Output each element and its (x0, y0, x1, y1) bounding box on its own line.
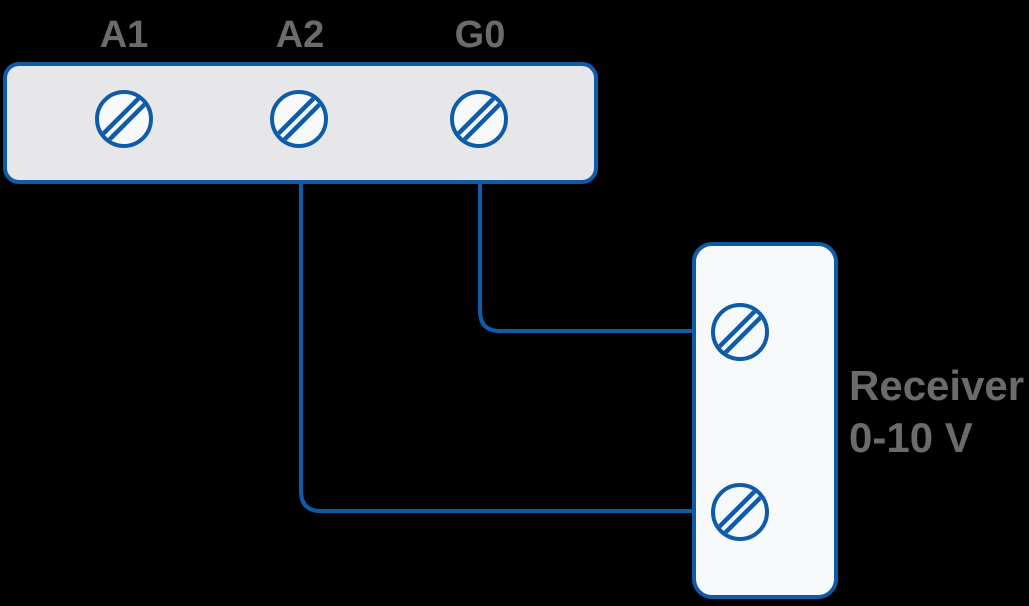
screw-terminal-slots (715, 307, 765, 357)
screw-terminal-circle (711, 303, 769, 361)
wire-g0-to-receiver (478, 184, 694, 333)
screw-terminal-a2-icon (270, 90, 328, 148)
receiver-screw-terminal-bottom-icon (711, 483, 769, 541)
receiver-box (692, 242, 838, 599)
terminal-label-g0: G0 (455, 14, 506, 56)
receiver-label-line1: Receiver (849, 362, 1024, 409)
screw-terminal-circle (270, 90, 328, 148)
screw-terminal-slots (274, 94, 324, 144)
terminal-label-a1: A1 (100, 14, 149, 56)
screw-terminal-a1-icon (95, 90, 153, 148)
screw-terminal-slots (99, 94, 149, 144)
receiver-screw-terminal-top-icon (711, 303, 769, 361)
screw-terminal-circle (95, 90, 153, 148)
wire-a2-to-receiver (299, 184, 694, 513)
screw-terminal-slots (454, 94, 504, 144)
screw-terminal-circle (450, 90, 508, 148)
screw-terminal-g0-icon (450, 90, 508, 148)
screw-terminal-circle (711, 483, 769, 541)
screw-terminal-slots (715, 487, 765, 537)
receiver-label-line2: 0-10 V (849, 414, 973, 461)
terminal-label-a2: A2 (276, 14, 325, 56)
